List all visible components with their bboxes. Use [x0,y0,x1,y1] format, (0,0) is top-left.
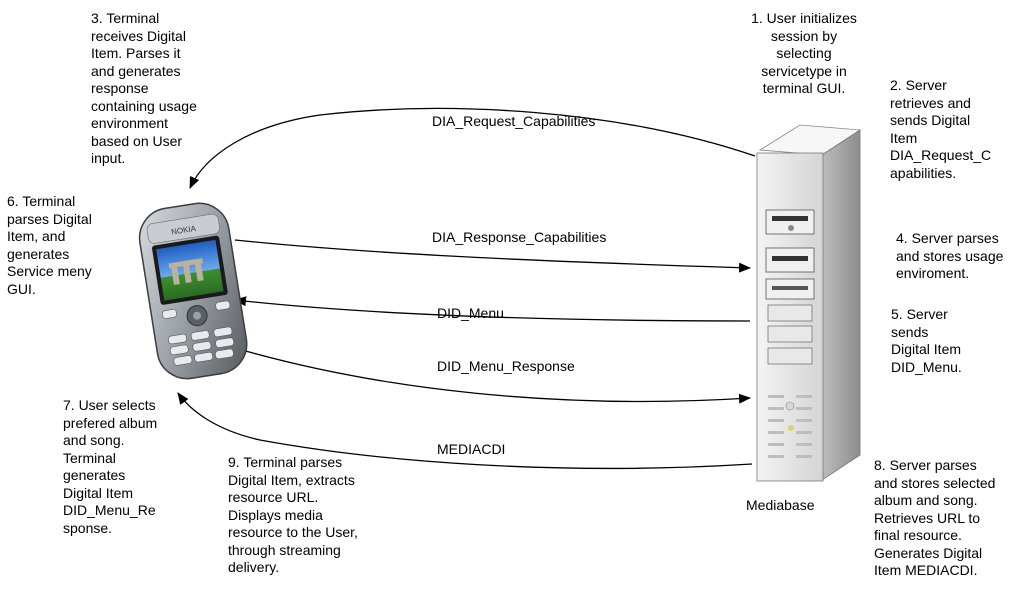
message-dia-request-capabilities: DIA_Request_Capabilities [432,113,596,129]
message-did-menu: DID_Menu [437,305,504,321]
message-dia-response-capabilities: DIA_Response_Capabilities [432,229,607,245]
step-2-note: 2. Server retrieves and sends Digital It… [890,77,992,181]
arrow-mediacdi [177,392,753,470]
arrow-dia-response-capabilities [234,239,751,273]
phone-brand: NOKIA [171,224,198,237]
step-5-note: 5. Server sends Digital Item DID_Menu. [891,306,962,375]
step-8-note: 8. Server parses and stores selected alb… [874,457,996,578]
message-mediacdi: MEDIACDI [437,441,506,457]
step-4-note: 4. Server parses and stores usage enviro… [896,230,1004,281]
arrow-dia-request-capabilities [189,107,756,189]
step-1-note: 1. User initializes session by selecting… [751,10,857,96]
step-3-note: 3. Terminal receives Digital Item. Parse… [91,10,197,166]
mobile-phone-image: NOKIA [138,202,248,380]
step-6-note: 6. Terminal parses Digital Item, and gen… [7,193,92,297]
server-label: Mediabase [746,497,815,513]
message-did-menu-response: DID_Menu_Response [437,358,575,374]
arrow-did-menu-response [234,347,751,404]
step-9-note: 9. Terminal parses Digital Item, extract… [228,454,358,575]
step-7-note: 7. User selects prefered album and song.… [63,397,158,536]
arrow-did-menu [234,296,751,322]
server-tower-image [756,124,862,482]
